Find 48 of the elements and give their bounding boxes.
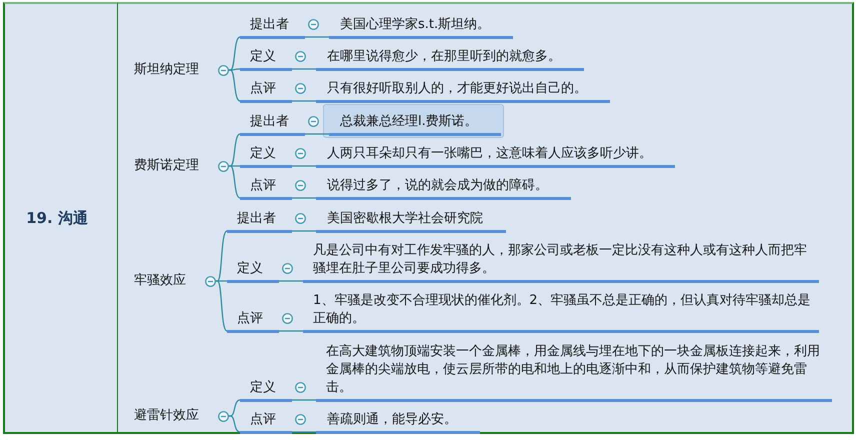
connector-line <box>216 230 228 282</box>
connector-line <box>292 68 316 70</box>
detail-text: 美国心理学家s.t.斯坦纳。 <box>329 14 514 38</box>
connector-line <box>279 280 303 282</box>
connector-line <box>292 230 316 232</box>
topic-label: 避雷针效应 <box>134 407 199 425</box>
detail-text: 凡是公司中有对工作发牢骚的人，那家公司或老板一定比没有这种人或有这种人而把牢骚埋在肚子里公司要成功得多。 <box>303 240 819 282</box>
connector-line <box>279 330 303 332</box>
subtopic-label: 定义 <box>240 46 292 70</box>
topic-label: 费斯诺定理 <box>134 157 199 175</box>
subtopic-label: 提出者 <box>227 208 292 232</box>
detail-text: 1、牢骚是改变不合理现状的催化剂。2、牢骚虽不总是正确的，但认真对待牢骚却总是正确的。 <box>303 290 819 332</box>
connector-line <box>228 68 240 71</box>
connector-line <box>216 280 227 282</box>
detail-text: 美国密歇根大学社会研究院 <box>316 208 506 232</box>
detail-text: 人两只耳朵却只有一张嘴巴，这意味着人应该多听少讲。 <box>316 142 675 168</box>
section-heading: 19. 沟通 <box>26 208 88 228</box>
connector-line <box>216 280 228 332</box>
connector-line <box>292 197 316 199</box>
detail-text: 善疏则通，能导必安。 <box>316 408 480 434</box>
connector-line <box>228 36 240 71</box>
connector-line <box>292 165 316 167</box>
detail-text: 说得过多了，说的就会成为做的障碍。 <box>316 174 571 200</box>
connector-line <box>228 415 240 433</box>
connector-line <box>228 69 240 102</box>
subtopic-label: 定义 <box>240 376 292 402</box>
connector-line <box>228 399 240 417</box>
subtopic-label: 定义 <box>240 142 292 168</box>
subtopic-label: 点评 <box>240 78 292 102</box>
detail-text: 在高大建筑物顶端安装一个金属棒，用金属线与埋在地下的一块金属板连接起来，利用金属棒的尖端放电，使云层所带的电和地上的电逐渐中和，从而保护建筑物等避免雷击。 <box>316 340 832 402</box>
subtopic-label: 提出者 <box>240 14 305 38</box>
subtopic-label: 定义 <box>227 258 279 282</box>
subtopic-label: 点评 <box>240 174 292 200</box>
subtopic-label: 提出者 <box>240 110 305 136</box>
topic-label: 牢骚效应 <box>134 272 186 290</box>
connector-line <box>228 133 240 167</box>
connector-line <box>305 133 329 135</box>
connector-line <box>228 165 240 199</box>
table-cell <box>3 2 118 434</box>
subtopic-label: 点评 <box>227 308 279 332</box>
connector-line <box>292 399 316 401</box>
connector-line <box>292 431 316 433</box>
connector-line <box>305 36 329 38</box>
subtopic-label: 点评 <box>240 408 292 434</box>
connector-line <box>292 100 316 102</box>
topic-label: 斯坦纳定理 <box>134 61 199 79</box>
connector-line <box>228 165 240 167</box>
detail-text: 在哪里说得愈少，在那里听到的就愈多。 <box>316 46 584 70</box>
